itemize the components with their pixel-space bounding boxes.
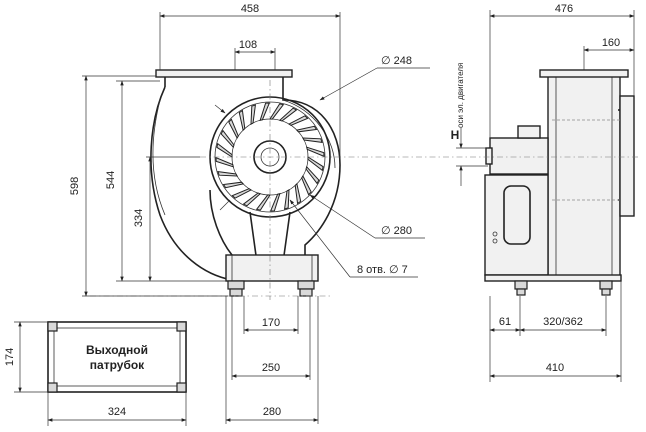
outlet-title-line2: патрубок (90, 358, 145, 372)
dim-320-362: 320/362 (543, 316, 583, 328)
side-inlet-flange (619, 95, 635, 217)
dim-476: 476 (555, 3, 573, 15)
impeller-blade (215, 156, 234, 168)
impeller-blade (294, 182, 302, 205)
dim-160: 160 (602, 37, 620, 49)
impeller-blade (302, 137, 323, 144)
impeller-blade (307, 156, 324, 172)
outlet-title-line1: Выходной (86, 343, 148, 357)
dim-458: 458 (241, 3, 259, 15)
impeller-blade (217, 170, 238, 177)
dim-598: 598 (69, 177, 81, 195)
dim-170: 170 (262, 317, 280, 329)
side-housing (547, 75, 621, 277)
impeller-blade (228, 118, 239, 140)
side-motor (489, 137, 549, 175)
h-axis-sublabel: оси эл. двигателя (456, 63, 465, 128)
impeller-blade (306, 146, 325, 158)
front-view: 458 108 ∅ 248 ∅ 280 8 отв. ∅ 7 598 544 (69, 3, 470, 424)
impeller-blade (250, 104, 257, 125)
dim-334: 334 (133, 209, 145, 227)
impeller-blades (215, 102, 325, 212)
dim-250: 250 (262, 362, 280, 374)
outlet-flange-view: Выходной патрубок 174 324 (4, 321, 187, 426)
impeller-blade (242, 192, 262, 207)
impeller-blade (255, 194, 271, 211)
side-stand (484, 174, 549, 276)
impeller-blade (269, 103, 285, 120)
front-base-frame (225, 254, 319, 282)
impeller-blade (278, 107, 298, 122)
dim-280: 280 (263, 406, 281, 418)
impeller-blade (301, 174, 312, 196)
dim-holes: 8 отв. ∅ 7 (357, 264, 408, 276)
dim-diameter-280: ∅ 280 (381, 225, 412, 237)
dim-544: 544 (105, 171, 117, 189)
dim-61: 61 (499, 316, 511, 328)
dim-108: 108 (239, 39, 257, 51)
outlet-flange-rect (47, 321, 187, 393)
impeller-blade (295, 125, 318, 133)
side-view: 476 160 H оси эл. двигателя 61 320/362 4… (451, 3, 640, 382)
impeller-blade (269, 193, 281, 212)
impeller-blade (305, 165, 320, 185)
impeller-blade (238, 109, 246, 132)
h-axis-label: H (451, 128, 460, 142)
scroll-housing (150, 86, 233, 281)
impeller-blade (287, 115, 309, 126)
outlet-flange-top (155, 69, 293, 78)
impeller-blade (283, 189, 290, 210)
impeller-blade (222, 181, 245, 189)
impeller-blade (259, 102, 271, 121)
dim-174: 174 (4, 348, 16, 366)
impeller-blade (216, 142, 233, 158)
impeller-blade (220, 129, 235, 149)
impeller-blade (231, 188, 253, 199)
dim-410: 410 (546, 362, 564, 374)
dim-324: 324 (108, 406, 126, 418)
dim-diameter-248: ∅ 248 (381, 55, 412, 67)
